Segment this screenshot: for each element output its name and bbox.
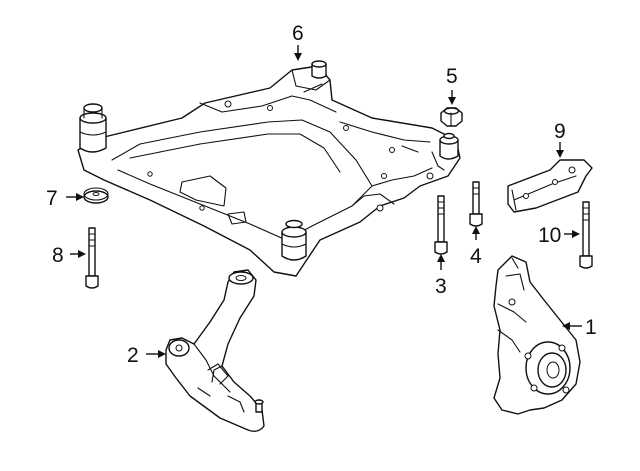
callout-label-2: 2	[127, 344, 139, 367]
crossmember-part[interactable]	[77, 60, 461, 277]
callout-label-1: 1	[585, 316, 597, 339]
callout-label-7: 7	[46, 187, 58, 210]
bolt-left-part[interactable]	[85, 227, 99, 289]
callout-label-9: 9	[554, 120, 566, 143]
callout-label-6: 6	[292, 22, 304, 45]
callout-7: 7	[46, 187, 84, 210]
callout-4: 4	[470, 226, 482, 268]
callout-8: 8	[52, 244, 86, 267]
callout-9: 9	[554, 120, 566, 158]
washer-part[interactable]	[83, 187, 109, 204]
callout-label-4: 4	[470, 245, 482, 268]
callout-label-8: 8	[52, 244, 64, 267]
callout-10: 10	[538, 224, 580, 247]
callout-5: 5	[446, 65, 458, 105]
bracket-part[interactable]	[507, 159, 593, 213]
callout-label-5: 5	[446, 65, 458, 88]
callout-2: 2	[127, 344, 166, 367]
bolt-right-part[interactable]	[579, 201, 593, 269]
callout-3: 3	[435, 254, 447, 298]
nut-part[interactable]	[440, 107, 463, 127]
callout-label-3: 3	[435, 275, 447, 298]
callout-1: 1	[562, 316, 597, 339]
steering-knuckle-part[interactable]	[493, 255, 581, 415]
bolt-long-part[interactable]	[434, 195, 448, 255]
callout-label-10: 10	[538, 224, 561, 247]
lower-control-arm-part[interactable]	[165, 269, 265, 433]
callout-6: 6	[292, 22, 304, 61]
bolt-short-part[interactable]	[469, 181, 483, 227]
